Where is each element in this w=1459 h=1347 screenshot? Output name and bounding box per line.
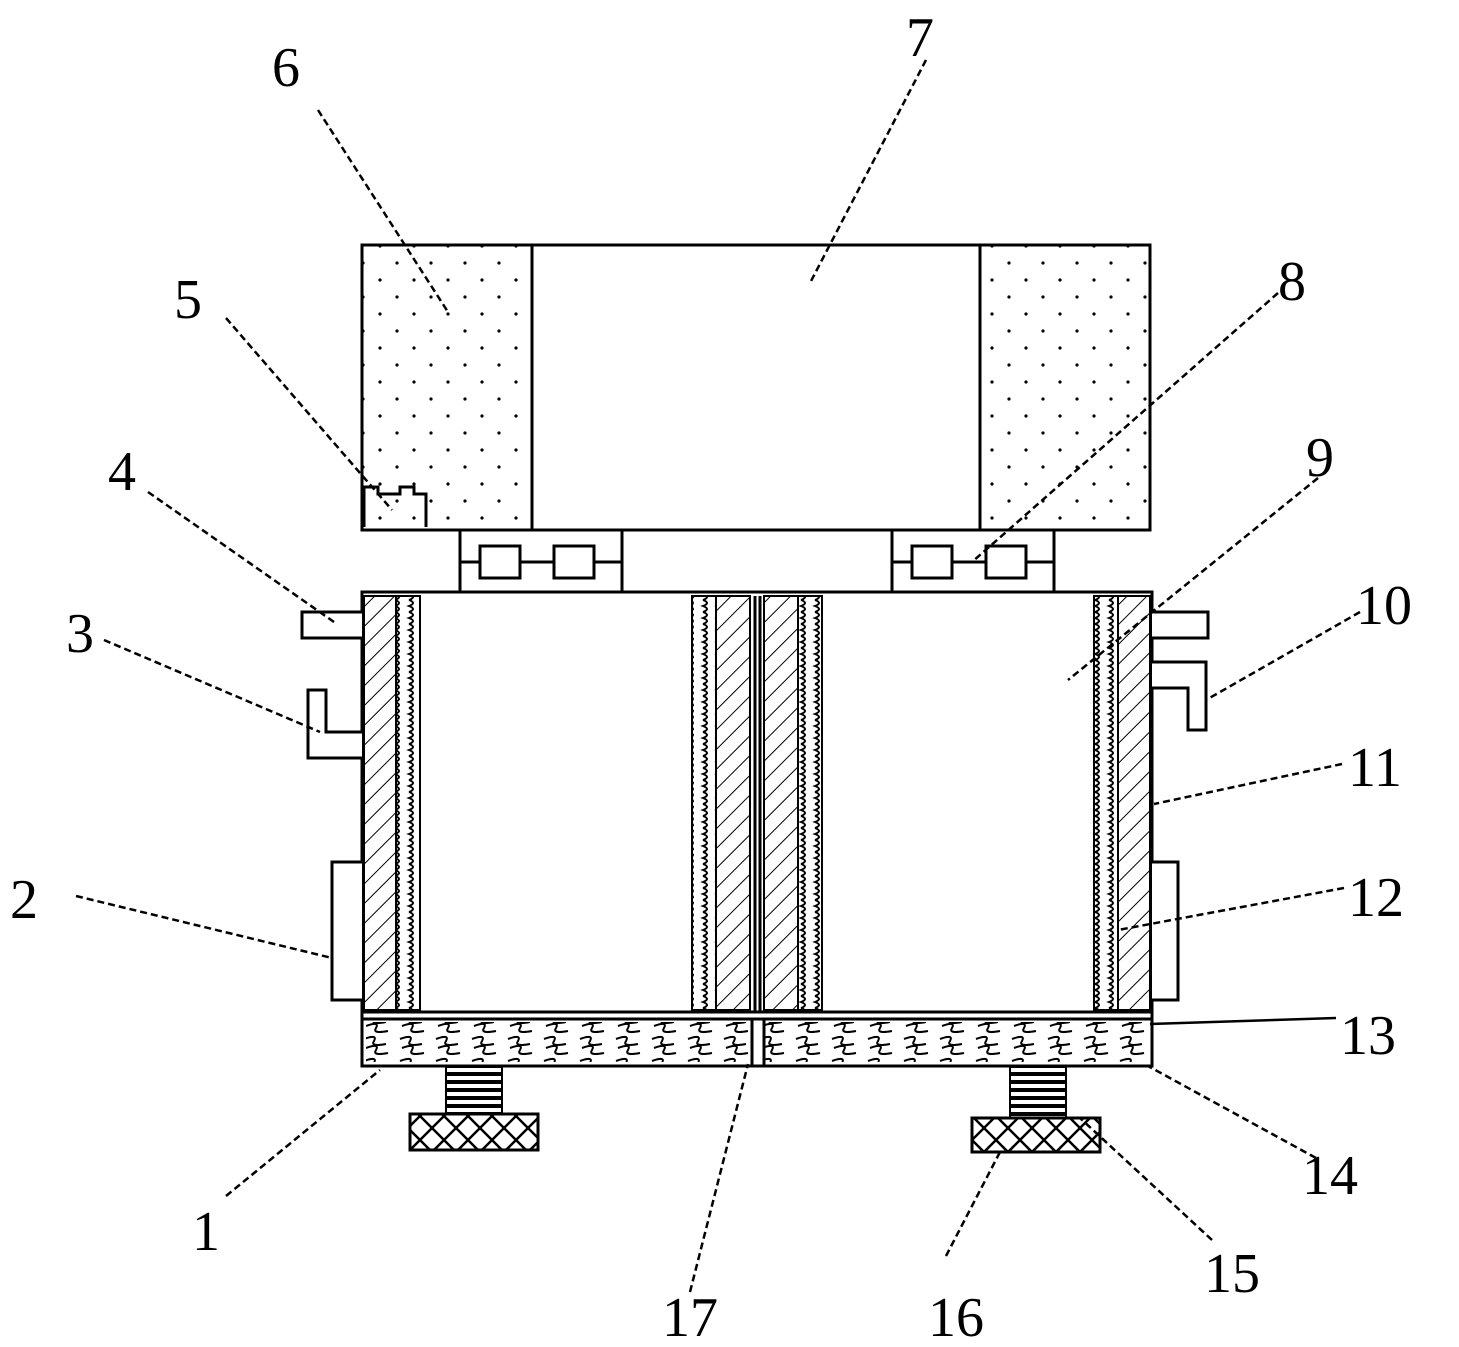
- label-8: 8: [1278, 251, 1306, 313]
- connector-left: [458, 528, 624, 594]
- label-16: 16: [928, 1287, 984, 1347]
- fitting-4: [300, 610, 362, 640]
- left-wave-layer: [395, 595, 421, 1011]
- foot-left: [408, 1065, 540, 1152]
- label-14: 14: [1302, 1145, 1358, 1207]
- center-block: [530, 243, 982, 532]
- top-housing: [360, 243, 1152, 532]
- label-4: 4: [108, 441, 136, 503]
- label-12: 12: [1348, 867, 1404, 929]
- label-11: 11: [1348, 737, 1402, 799]
- side-fittings: [300, 610, 1210, 1002]
- label-1: 1: [192, 1201, 220, 1263]
- right-wave-layer: [1093, 595, 1119, 1011]
- center-hatch-left: [715, 595, 751, 1011]
- center-wave-right: [797, 595, 823, 1011]
- label-10: 10: [1356, 575, 1412, 637]
- fitting-right-top: [1152, 610, 1210, 640]
- label-15: 15: [1204, 1243, 1260, 1305]
- right-wall: [1117, 595, 1151, 1011]
- fitting-3: [306, 688, 362, 760]
- label-17: 17: [662, 1287, 718, 1347]
- center-hatch-right: [763, 595, 799, 1011]
- left-wall: [363, 595, 397, 1011]
- left-dotted-block: [360, 243, 534, 532]
- main-box: [360, 590, 1154, 1065]
- label-2: 2: [10, 869, 38, 931]
- label-7: 7: [906, 7, 934, 69]
- label-13: 13: [1340, 1005, 1396, 1067]
- right-dotted-block: [978, 243, 1152, 532]
- bracket-2: [330, 860, 362, 1002]
- labels: 1 2 3 4 5 6 7 8 9 10 11 12 13 14 15 16 1…: [10, 7, 1412, 1347]
- fitting-10: [1152, 660, 1208, 732]
- foot-right: [970, 1065, 1102, 1154]
- label-9: 9: [1306, 427, 1334, 489]
- label-5: 5: [174, 269, 202, 331]
- center-wave-left: [691, 595, 717, 1011]
- label-6: 6: [272, 37, 300, 99]
- bottom-plate: [360, 1010, 1154, 1068]
- leader-lines: [75, 59, 1361, 1293]
- bracket-12: [1152, 860, 1180, 1002]
- label-3: 3: [66, 603, 94, 665]
- connector-right: [890, 528, 1056, 594]
